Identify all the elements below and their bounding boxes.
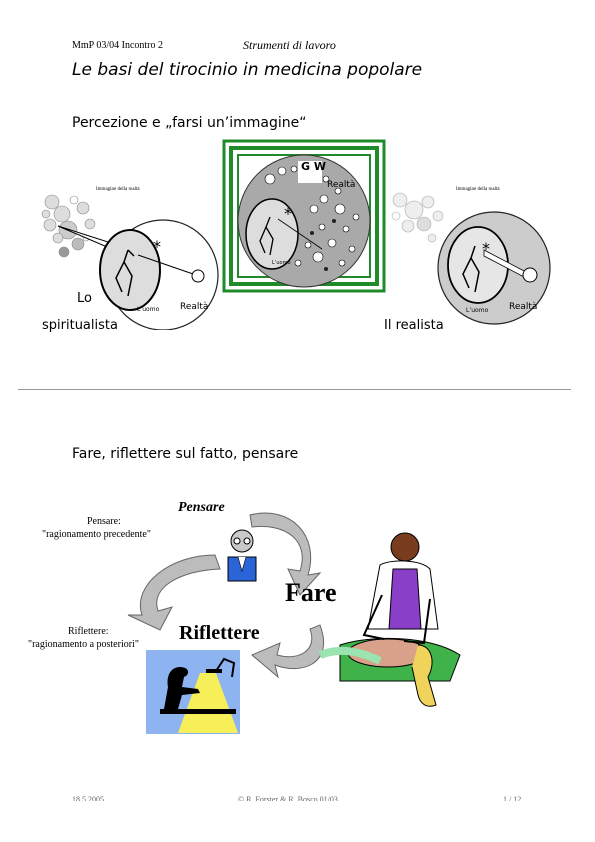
thought-bubbles (41, 194, 96, 258)
section1-heading: Percezione e „farsi un’immagine“ (72, 115, 307, 131)
arrow-pensare-to-fare (249, 512, 322, 596)
arrow-riflettere-to-pensare (127, 554, 221, 631)
center-figure: * (222, 139, 386, 293)
pensare-title: Pensare (178, 500, 225, 515)
right-person-label: L’uomo (466, 307, 489, 314)
left-reality-label: Realtà (180, 302, 209, 312)
person-circle (245, 198, 299, 270)
left-person-label: L’uomo (137, 306, 160, 313)
riflettere-desc: "ragionamento a posteriori" (28, 639, 139, 650)
right-reality-label: Realtà (509, 302, 538, 312)
footer-page: 1 / 12 (503, 795, 522, 801)
footer-date: 18.5.2005 (72, 795, 104, 801)
thought-bubbles (391, 192, 444, 243)
riflettere-label: Riflettere: (68, 626, 109, 637)
fare-title: Fare (285, 578, 337, 607)
pensare-desc: "ragionamento precedente" (42, 529, 151, 540)
realist-caption: Il realista (384, 318, 444, 333)
stick-figure (462, 245, 480, 293)
center-letters: G W (301, 160, 326, 173)
spiritualist-figure: * (41, 194, 219, 330)
spiritualist-caption-2: spiritualista (42, 318, 118, 333)
stick-figure (115, 249, 135, 297)
person-circle (99, 229, 161, 311)
desk-lamp-icon (146, 650, 240, 734)
cycle-diagram (127, 512, 461, 734)
right-image-caption: Immagine della realtà (456, 187, 500, 192)
treatment-scene-icon (318, 532, 461, 707)
realist-figure: * (391, 192, 551, 325)
spiritualist-caption-1: Lo (77, 291, 92, 306)
section2-heading: Fare, riflettere sul fatto, pensare (72, 446, 299, 462)
document-title: Le basi del tirocinio in medicina popola… (72, 60, 423, 80)
header-section-title: Strumenti di lavoro (243, 38, 336, 52)
header-code: MmP 03/04 Incontro 2 (72, 40, 164, 51)
svg-text:*: * (153, 237, 161, 256)
person-circle (447, 226, 509, 304)
svg-text:*: * (284, 204, 292, 223)
center-person-label: L’uomo (272, 260, 291, 266)
svg-text:*: * (482, 239, 490, 258)
riflettere-title: Riflettere (179, 622, 260, 644)
arrow-fare-to-riflettere (251, 624, 325, 679)
stick-figure (259, 216, 274, 256)
footer-authors: © R. Forster & R. Bosco 01/03 (238, 795, 338, 801)
left-image-caption: Immagine della realtà (96, 187, 140, 192)
divider (18, 389, 571, 390)
center-reality-label: Realtà (327, 180, 356, 190)
thinking-person-icon (227, 529, 257, 582)
pensare-label: Pensare: (87, 516, 121, 527)
